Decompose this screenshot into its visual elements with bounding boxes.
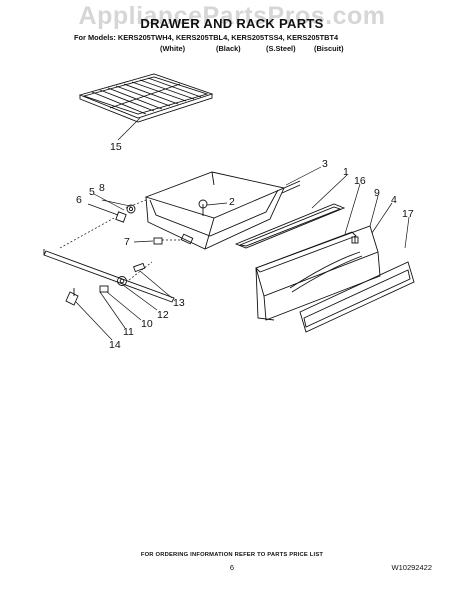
side-rail [43,249,175,306]
callout-8: 8 [99,182,105,194]
finish-stainless: (S.Steel) [266,44,296,53]
callout-15: 15 [110,141,122,153]
document-number: W10292422 [391,563,432,572]
callout-labels: 15 3 2 1 16 8 5 6 9 4 7 17 13 12 10 11 1… [76,141,414,351]
callout-6: 6 [76,194,82,206]
callout-3: 3 [322,158,328,170]
callout-5: 5 [89,186,95,198]
callout-16: 16 [354,175,366,187]
leader-lines [59,117,410,341]
finish-white: (White) [160,44,186,53]
drawer-screw [198,199,208,216]
callout-10: 10 [141,318,153,330]
drawer-pan [144,171,301,250]
callout-17: 17 [402,208,414,220]
page-number: 6 [229,563,235,572]
callout-1: 1 [343,166,349,178]
hardware-parts [115,204,359,245]
callout-4: 4 [391,194,397,206]
finish-black: (Black) [216,44,241,53]
slide-rail [234,203,346,249]
callout-9: 9 [374,187,380,199]
page-title: DRAWER AND RACK PARTS [140,16,324,31]
callout-11: 11 [123,326,134,338]
callout-14: 14 [109,339,121,351]
ordering-note: FOR ORDERING INFORMATION REFER TO PARTS … [140,552,324,558]
callout-7: 7 [124,236,130,248]
callout-13: 13 [173,297,185,309]
drawer-front [255,225,381,321]
finish-biscuit: (Biscuit) [314,44,344,53]
watermark: AppliancePartsPros.com [78,2,386,30]
oven-rack [78,73,214,123]
callout-2: 2 [229,196,235,208]
models-line: For Models: KERS205TWH4, KERS205TBL4, KE… [74,33,339,42]
callout-12: 12 [157,309,169,321]
drawer-panel [299,261,415,333]
